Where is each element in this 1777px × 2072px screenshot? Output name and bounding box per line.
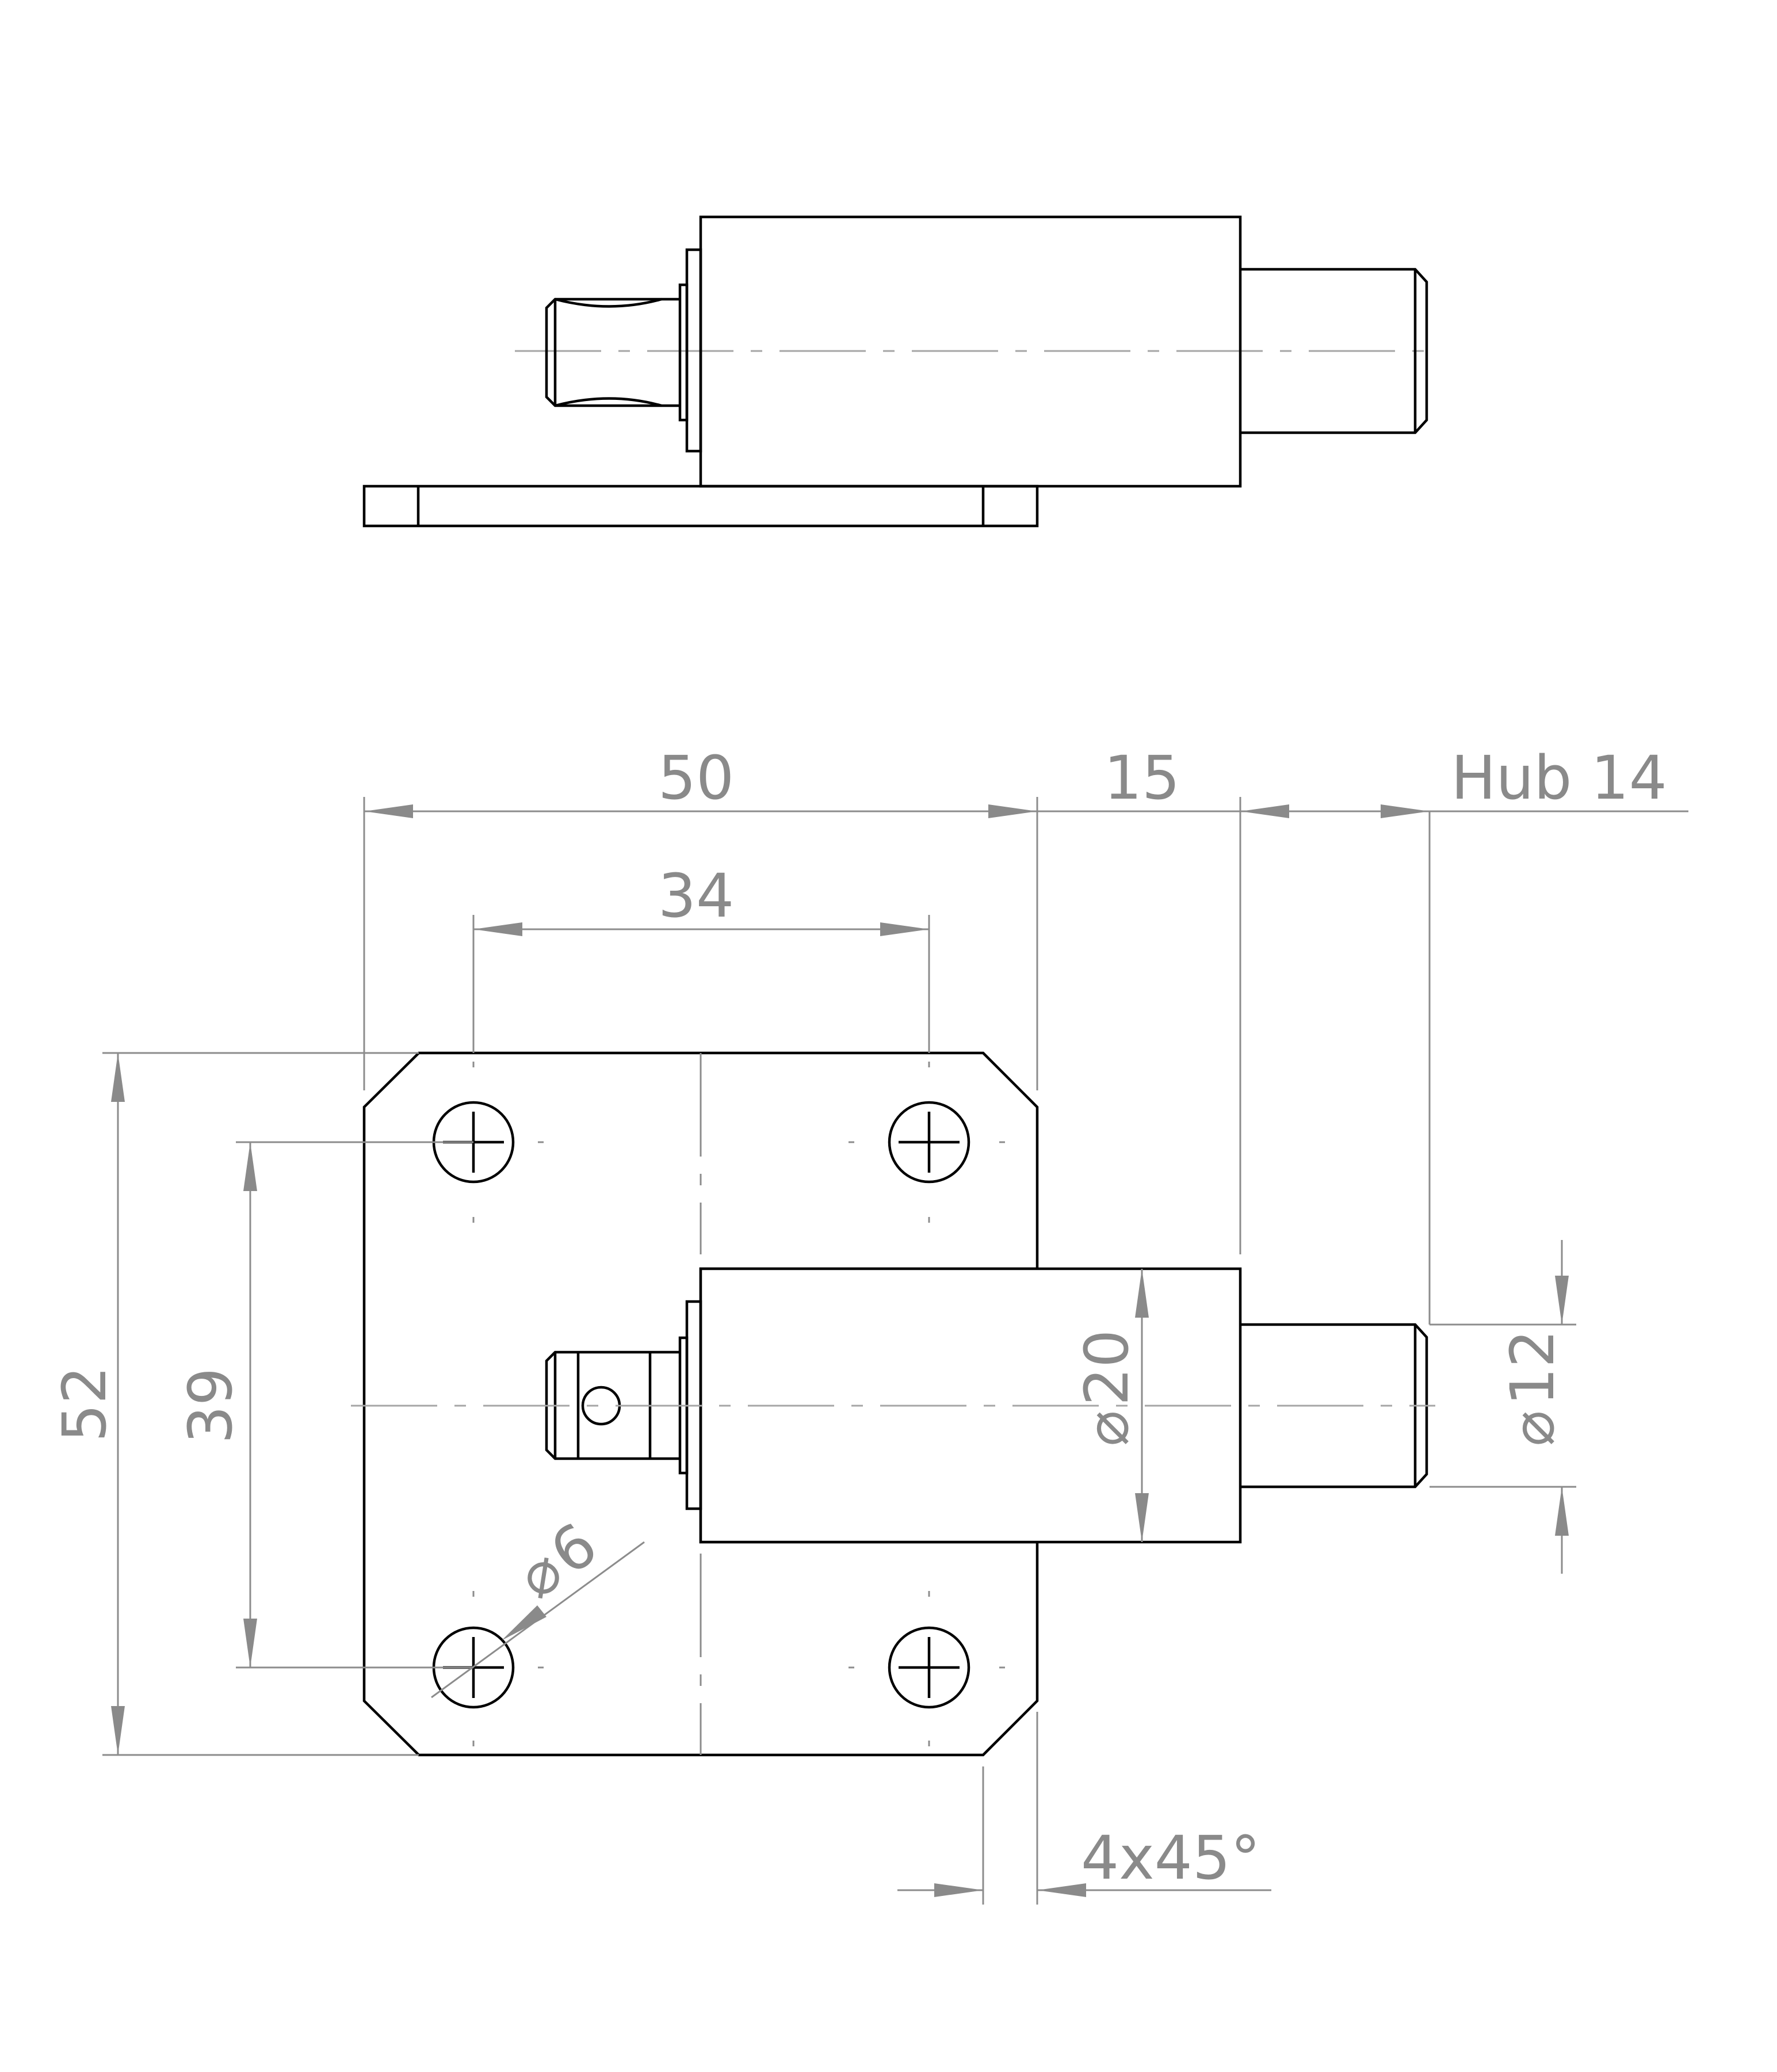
dimension-chamfer: 4x45°	[897, 1712, 1271, 1905]
dimension-hole-diameter: ⌀ 6	[431, 1509, 645, 1699]
diameter-symbol-body: ⌀	[1072, 1410, 1142, 1447]
dimension-plunger-diameter: ⌀ 12	[1430, 1240, 1576, 1574]
plunger-side	[1240, 268, 1428, 434]
mounting-hole-bottom-left	[393, 1591, 544, 1746]
dimension-hole-spacing-horizontal: 34	[472, 861, 930, 1053]
dimension-body-diameter: ⌀ 20	[1072, 1269, 1149, 1542]
base-plate-side	[362, 484, 1039, 528]
dimension-stroke-label: Hub 14	[1451, 743, 1667, 813]
dimension-chamfer-label: 4x45°	[1081, 1823, 1260, 1893]
dimension-plate-width-label: 50	[658, 743, 734, 813]
front-view	[351, 1051, 1435, 1757]
rear-pin-groove-top	[555, 297, 662, 308]
dimension-stroke: Hub 14	[1240, 743, 1688, 1326]
rear-pin-side	[545, 297, 680, 407]
dimension-hole-spacing-horizontal-label: 34	[658, 861, 734, 931]
dimension-plate-height-label: 52	[49, 1366, 120, 1442]
dimension-body-offset-label: 15	[1104, 743, 1180, 813]
mounting-hole-bottom-right	[849, 1591, 1005, 1746]
side-view	[362, 215, 1428, 528]
dimension-body-offset: 15	[1037, 743, 1241, 1254]
dimensions: 50 15 Hub 14 34	[49, 743, 1688, 1905]
dimension-plate-width: 50	[363, 743, 1038, 1090]
collar-inner-side	[678, 283, 689, 422]
dimension-hole-spacing-vertical-label: 39	[175, 1368, 246, 1444]
mounting-hole-top-right	[849, 1062, 1005, 1223]
dimension-plate-height: 52	[49, 1052, 419, 1756]
dimension-plunger-diameter-label: 12	[1497, 1330, 1568, 1406]
rear-pin-groove-bottom	[555, 397, 662, 407]
diameter-symbol-plunger: ⌀	[1497, 1410, 1568, 1447]
dimension-body-diameter-label: 20	[1072, 1330, 1142, 1406]
dimension-hole-spacing-vertical: 39	[175, 1141, 473, 1669]
